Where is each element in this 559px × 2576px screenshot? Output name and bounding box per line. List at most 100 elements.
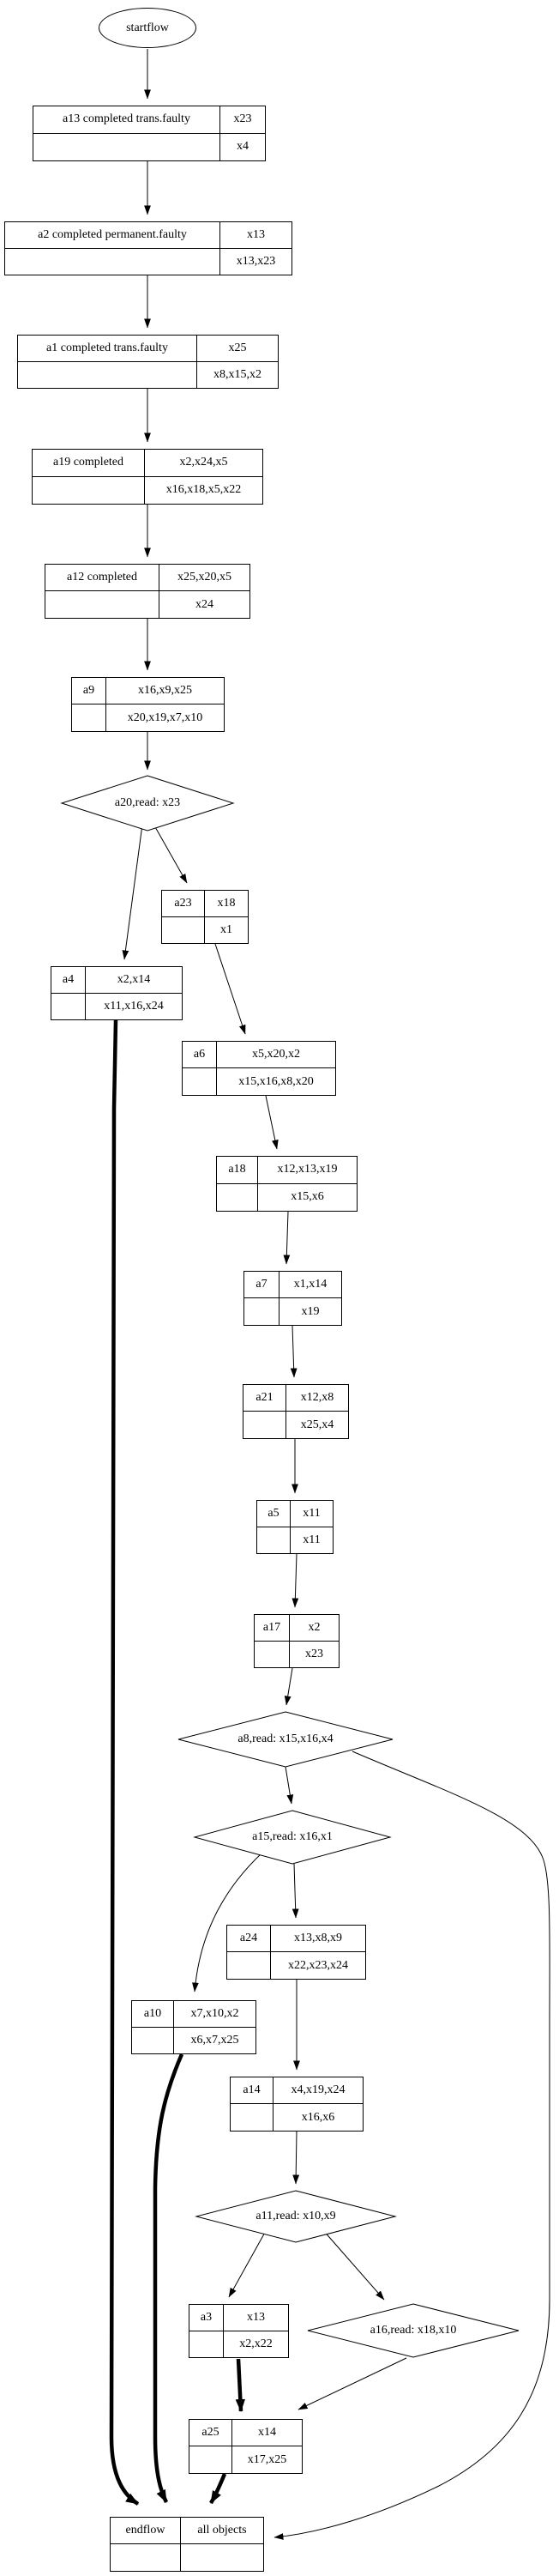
- edge-a7-a21: [290, 1325, 298, 1378]
- node-a19-top-right: x2,x24,x5: [145, 450, 262, 477]
- node-a3: a3 x13 x2,x22: [189, 2304, 289, 2358]
- node-a8-label: a8,read: x15,x16,x4: [237, 1732, 334, 1745]
- node-a1-label: a1 completed trans.faulty: [18, 336, 197, 362]
- edge-a4-endflow: [109, 1019, 140, 2506]
- edge-a14-a11: [292, 2131, 300, 2185]
- node-a9-label: a9: [72, 678, 106, 704]
- node-a18-label: a18: [217, 1157, 258, 1184]
- node-a3-top-right: x13: [224, 2305, 288, 2331]
- node-a15-shape: [193, 1810, 392, 1865]
- node-a24-bottom-right: x22,x23,x24: [288, 1958, 348, 1972]
- node-a14: a14 x4,x19,x24 x16,x6: [230, 2077, 364, 2132]
- node-a25-bottom-right: x17,x25: [247, 2452, 287, 2466]
- node-a6-top-right: x5,x20,x2: [217, 1042, 335, 1068]
- node-endflow-top-right: all objects: [181, 2518, 263, 2544]
- node-a5-bottom-right: x11: [303, 1533, 321, 1546]
- edge-a5-a17: [292, 1553, 299, 1608]
- node-a21-label: a21: [243, 1385, 286, 1412]
- edge-a15-a24: [292, 1863, 299, 1919]
- edge-a8-a15: [285, 1766, 294, 1805]
- node-a24-label: a24: [227, 1926, 271, 1952]
- node-a11-shape: [195, 2190, 397, 2243]
- node-a1-top-right: x25: [197, 336, 278, 362]
- node-a12-bottom-right: x24: [195, 597, 213, 611]
- node-a6-label: a6: [183, 1042, 217, 1068]
- node-a2-label: a2 completed permanent.faulty: [5, 222, 220, 249]
- node-endflow-bottom-right: [181, 2544, 263, 2571]
- edge-a16-a25: [298, 2357, 407, 2410]
- node-a21-bottom-right: x25,x4: [300, 1418, 334, 1431]
- node-a14-top-right: x4,x19,x24: [273, 2077, 363, 2104]
- node-a23: a23 x18 x1: [161, 890, 249, 944]
- node-a9-bottom-right: x20,x19,x7,x10: [127, 711, 203, 724]
- node-a15-label: a15,read: x16,x1: [252, 1830, 333, 1843]
- node-a21-top-right: x12,x8: [286, 1385, 348, 1412]
- node-endflow: endflow all objects: [110, 2517, 264, 2572]
- node-a7-label: a7: [244, 1272, 280, 1298]
- node-a10-bottom-right: x6,x7,x25: [190, 2033, 239, 2047]
- edge-a18-a7: [283, 1211, 291, 1265]
- node-a6: a6 x5,x20,x2 x15,x16,x8,x20: [182, 1041, 336, 1096]
- node-a25: a25 x14 x17,x25: [189, 2419, 303, 2474]
- node-a13-label: a13 completed trans.faulty: [33, 106, 220, 134]
- node-a16-shape: [307, 2303, 520, 2358]
- node-a17-label: a17: [255, 1615, 290, 1642]
- node-a23-bottom-right: x1: [220, 922, 232, 936]
- node-a19-bottom-right: x16,x18,x5,x22: [165, 483, 242, 497]
- node-a7-bottom-right: x19: [301, 1304, 320, 1318]
- node-a17: a17 x2 x23: [254, 1614, 340, 1668]
- edge-a25-endflow: [209, 2473, 227, 2505]
- node-a19-label: a19 completed: [33, 450, 145, 477]
- edge-a20-a4: [122, 824, 143, 960]
- node-a2-top-right: x13: [220, 222, 292, 249]
- node-a25-top-right: x14: [232, 2420, 302, 2446]
- node-a18-top-right: x12,x13,x19: [258, 1157, 357, 1184]
- edge-a8-endflow: [273, 1751, 550, 2540]
- node-a9-top-right: x16,x9,x25: [106, 678, 224, 704]
- node-startflow: startflow: [99, 8, 196, 48]
- edge-a17-a8: [284, 1667, 293, 1706]
- node-a24-top-right: x13,x8,x9: [271, 1926, 365, 1952]
- node-a5-top-right: x11: [291, 1501, 333, 1527]
- node-a25-label: a25: [189, 2420, 232, 2446]
- node-a13: a13 completed trans.faulty x23 x4: [33, 106, 266, 161]
- node-a10-label: a10: [132, 2001, 174, 2028]
- node-a13-top-right: x23: [220, 106, 265, 134]
- node-a20-shape: [60, 775, 235, 831]
- edge-a10-endflow: [153, 2053, 184, 2504]
- node-a23-label: a23: [162, 891, 205, 917]
- edge-a3-a25: [235, 2358, 246, 2412]
- node-a18-bottom-right: x15,x6: [291, 1190, 324, 1204]
- node-a4-top-right: x2,x14: [86, 967, 182, 994]
- edge-a11-a3: [228, 2228, 267, 2298]
- node-a19: a19 completed x2,x24,x5 x16,x18,x5,x22: [32, 449, 263, 505]
- edge-a6-a18: [265, 1095, 279, 1150]
- node-a9: a9 x16,x9,x25 x20,x19,x7,x10: [71, 677, 225, 732]
- node-a8-shape: [177, 1711, 394, 1768]
- node-a7-top-right: x1,x14: [280, 1272, 341, 1298]
- node-startflow-label: startflow: [126, 21, 169, 34]
- node-a12: a12 completed x25,x20,x5 x24: [45, 564, 250, 619]
- node-a10: a10 x7,x10,x2 x6,x7,x25: [131, 2000, 256, 2054]
- node-a2-bottom-right: x13,x23: [236, 254, 276, 268]
- node-a20-label: a20,read: x23: [114, 796, 181, 809]
- node-a18: a18 x12,x13,x19 x15,x6: [216, 1156, 358, 1212]
- node-a1-bottom-right: x8,x15,x2: [213, 367, 261, 381]
- node-a5-label: a5: [257, 1501, 291, 1527]
- node-a21: a21 x12,x8 x25,x4: [243, 1384, 349, 1439]
- edge-a23-a6: [214, 943, 246, 1035]
- edge-a15-a10: [192, 1851, 264, 1992]
- node-a24: a24 x13,x8,x9 x22,x23,x24: [226, 1925, 366, 1980]
- node-a5: a5 x11 x11: [256, 1500, 334, 1554]
- node-endflow-label: endflow: [111, 2518, 181, 2544]
- node-a4-bottom-right: x11,x16,x24: [104, 999, 164, 1013]
- edge-a11-a16: [322, 2228, 385, 2301]
- node-a16-label: a16,read: x18,x10: [370, 2324, 457, 2337]
- node-a4-label: a4: [51, 967, 86, 994]
- node-a1: a1 completed trans.faulty x25 x8,x15,x2: [17, 335, 279, 389]
- node-a17-top-right: x2: [290, 1615, 339, 1642]
- node-a23-top-right: x18: [205, 891, 248, 917]
- edge-a20-a23: [153, 825, 188, 884]
